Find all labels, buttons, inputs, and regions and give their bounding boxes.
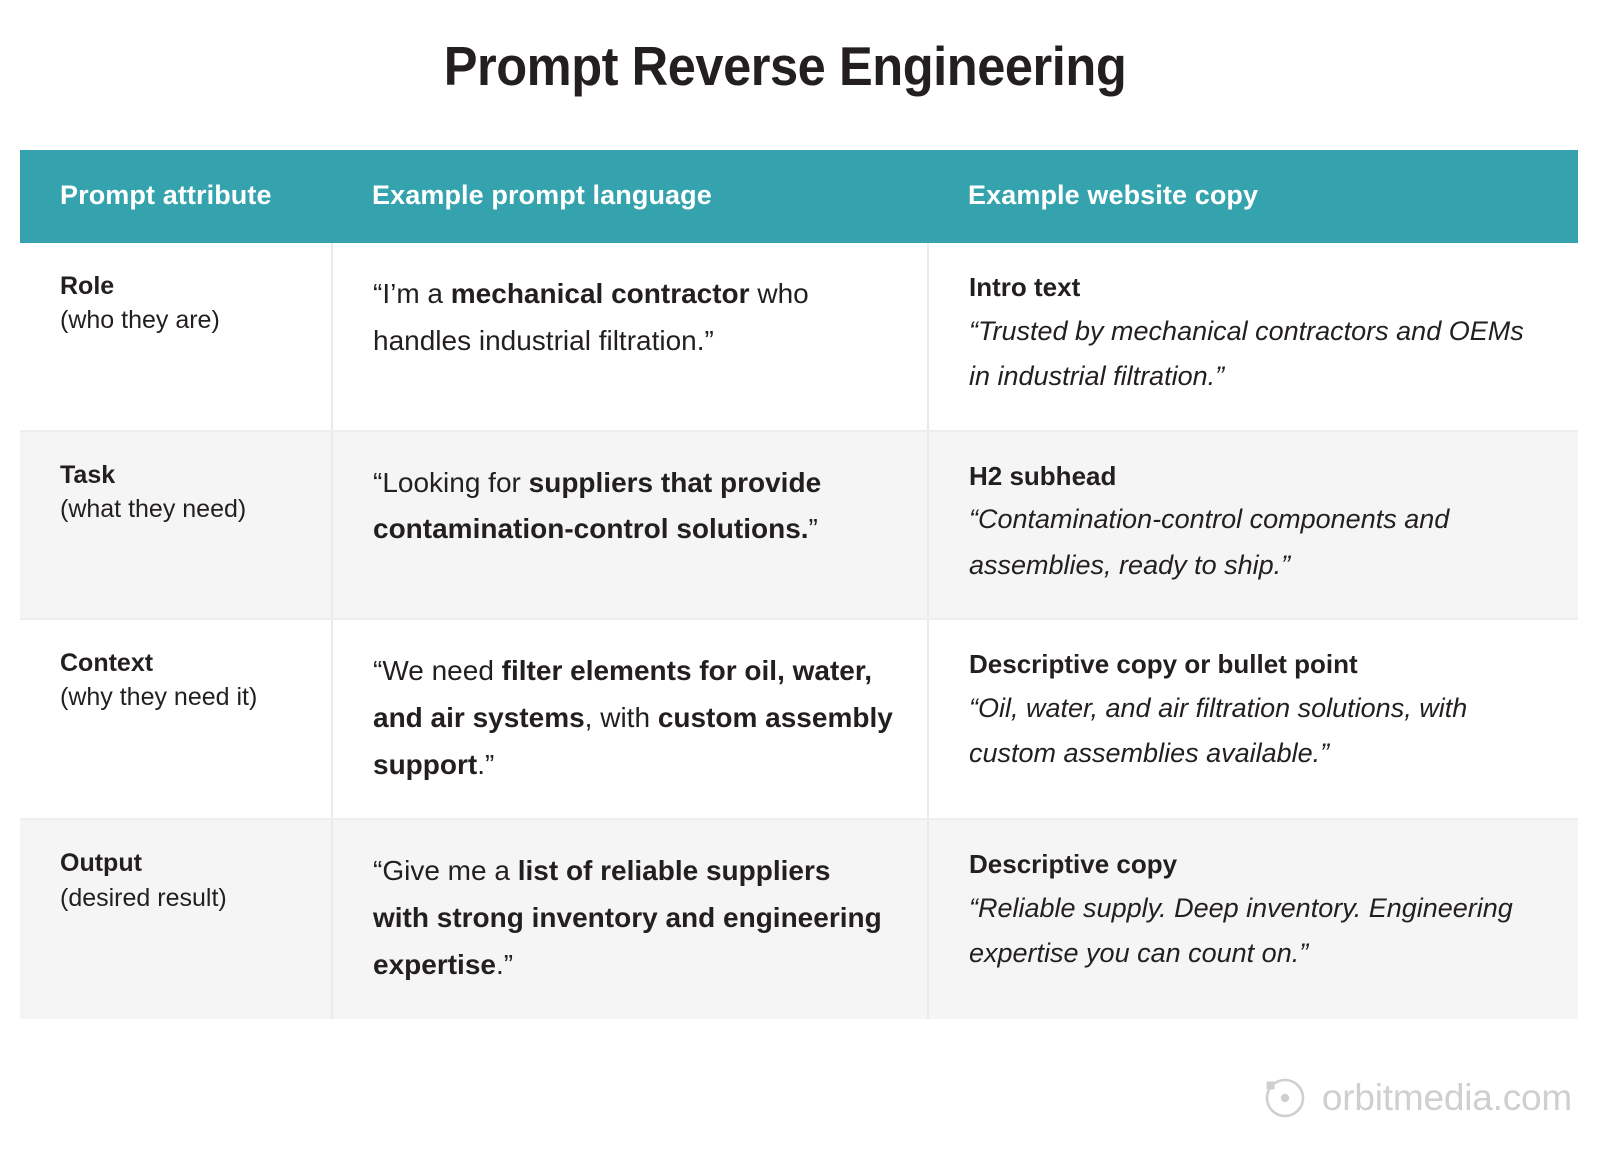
attribute-name: Role: [60, 272, 115, 300]
prompt-emphasis: mechanical contractor: [450, 278, 750, 309]
prompt-emphasis: list of reliable suppliers with strong i…: [373, 855, 882, 980]
table-row: Output (desired result) “Give me a list of…: [20, 819, 1578, 1019]
cell-example-prompt-language: “Give me a list of reliable suppliers wi…: [332, 819, 929, 1019]
prompt-plain: .”: [477, 748, 495, 780]
prompt-plain: .”: [495, 948, 514, 980]
cell-prompt-attribute: Task (what they need): [20, 430, 333, 621]
cell-prompt-attribute: Output (desired result): [20, 819, 333, 1019]
table-header-row: Prompt attribute Example prompt language…: [20, 150, 1578, 243]
attribute-name: Task: [60, 460, 116, 489]
cell-example-prompt-language: “We need filter elements for oil, water,…: [332, 619, 929, 821]
website-copy-label: Intro text: [969, 272, 1081, 302]
table-row: Task (what they need) “Looking for supplie…: [20, 430, 1578, 621]
orbit-circle-icon: [1262, 1074, 1308, 1120]
website-copy-label: H2 subhead: [969, 460, 1117, 491]
column-header-example-website-copy: Example website copy: [928, 150, 1578, 243]
prompt-plain: , with: [584, 701, 658, 733]
prompt-language-text: “I’m a mechanical contractor who handles…: [373, 271, 893, 365]
prompt-emphasis: custom assembly support: [373, 701, 893, 780]
attribute-name: Output: [60, 849, 142, 878]
website-copy-label: Descriptive copy: [969, 849, 1178, 880]
page-title: Prompt Reverse Engineering: [443, 35, 1127, 97]
table-row: Context (why they need it) “We need filter…: [20, 619, 1578, 821]
prompt-language-text: “Looking for suppliers that provide cont…: [373, 460, 893, 554]
table-body: Role (who they are) “I’m a mechanical cont…: [20, 243, 1578, 1019]
attribute-subtitle: (who they are): [60, 306, 220, 335]
prompt-plain: “We need: [373, 655, 502, 687]
prompt-language-text: “Give me a list of reliable suppliers wi…: [373, 848, 893, 988]
cell-prompt-attribute: Context (why they need it): [20, 619, 333, 821]
cell-example-website-copy: Descriptive copy “Reliable supply. Deep i…: [928, 819, 1578, 1019]
attribute-subtitle: (desired result): [60, 883, 227, 912]
cell-example-prompt-language: “Looking for suppliers that provide cont…: [332, 430, 929, 621]
column-header-prompt-attribute: Prompt attribute: [20, 150, 332, 243]
prompt-plain: ”: [808, 513, 818, 545]
attribute-subtitle: (why they need it): [60, 683, 258, 712]
prompt-plain: “Give me a: [373, 855, 518, 887]
website-copy-quote: “Trusted by mechanical contractors and O…: [969, 315, 1524, 392]
table-header: Prompt attribute Example prompt language…: [20, 150, 1578, 243]
prompt-reverse-engineering-table: Prompt attribute Example prompt language…: [20, 150, 1578, 1019]
attribute-subtitle: (what they need): [60, 494, 247, 523]
prompt-emphasis: filter elements for oil, water, and air …: [373, 655, 873, 733]
table-row: Role (who they are) “I’m a mechanical cont…: [20, 243, 1578, 432]
prompt-language-text: “We need filter elements for oil, water,…: [373, 648, 893, 788]
cell-example-website-copy: Intro text “Trusted by mechanical contrac…: [928, 243, 1578, 432]
website-copy-quote: “Reliable supply. Deep inventory. Engine…: [969, 893, 1513, 969]
attribute-name: Context: [60, 649, 154, 678]
orbitmedia-logo: orbitmedia.com: [1262, 1074, 1572, 1120]
cell-example-prompt-language: “I’m a mechanical contractor who handles…: [332, 243, 929, 432]
website-copy-quote: “Oil, water, and air filtration solution…: [969, 692, 1468, 769]
prompt-emphasis: suppliers that provide contamination-con…: [373, 466, 822, 545]
logo-text: orbitmedia.com: [1321, 1076, 1572, 1118]
website-copy-quote: “Contamination-control components and as…: [969, 504, 1450, 580]
prompt-plain: who handles industrial filtration.”: [373, 278, 809, 356]
website-copy-label: Descriptive copy or bullet point: [969, 649, 1358, 680]
cell-example-website-copy: H2 subhead “Contamination-control compone…: [928, 430, 1578, 621]
prompt-plain: “Looking for: [373, 466, 529, 498]
cell-prompt-attribute: Role (who they are): [20, 243, 333, 432]
column-header-example-prompt-language: Example prompt language: [332, 150, 928, 243]
prompt-plain: “I’m a: [373, 278, 451, 309]
cell-example-website-copy: Descriptive copy or bullet point “Oil, wa…: [928, 619, 1578, 821]
